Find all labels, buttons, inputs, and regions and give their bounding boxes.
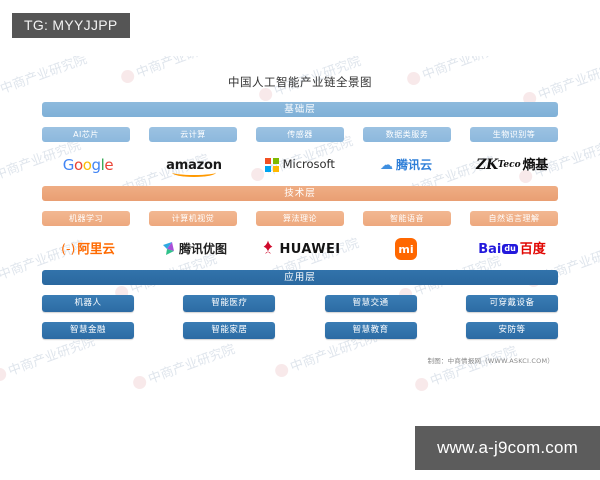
- layer-tech-banner: 技术层: [42, 186, 558, 201]
- xiaomi-logo: mi: [395, 238, 417, 260]
- layer-base-item-cloud[interactable]: 云计算: [149, 127, 237, 142]
- aliyun-bracket-icon: (-): [61, 240, 76, 256]
- huawei-wordmark: HUAWEI: [279, 241, 341, 257]
- layer-app-items-row1: 机器人 智能医疗 智慧交通 可穿戴设备: [42, 295, 558, 312]
- brand-tencent-cloud: ☁ 腾讯云: [360, 150, 452, 180]
- layer-base-item-data-svc[interactable]: 数据类服务: [363, 127, 451, 142]
- youtu-triangle-icon: [161, 241, 176, 258]
- brand-aliyun: (-) 阿里云: [42, 234, 134, 264]
- layer-tech-item-smart-voice[interactable]: 智能语音: [363, 211, 451, 226]
- layer-tech-item-computer-vision[interactable]: 计算机视觉: [149, 211, 237, 226]
- layer-app-item-finance[interactable]: 智慧金融: [42, 322, 134, 339]
- layer-app-item-smarthome[interactable]: 智能家居: [183, 322, 276, 339]
- baidu-paw-icon: du: [502, 244, 518, 254]
- layer-app-item-wearable[interactable]: 可穿戴设备: [465, 295, 558, 312]
- layer-app: 应用层 机器人 智能医疗 智慧交通 可穿戴设备 智慧金融 智能家居 智慧教育 安…: [42, 270, 558, 339]
- layer-app-item-education[interactable]: 智慧教育: [324, 322, 417, 339]
- tencent-youtu-wordmark: 腾讯优图: [178, 242, 227, 256]
- zkteco-cn-name: 熵基: [522, 157, 549, 173]
- brand-tencent-youtu: 腾讯优图: [148, 234, 240, 264]
- brand-microsoft: Microsoft: [254, 150, 346, 180]
- cloud-icon: ☁: [379, 157, 393, 173]
- microsoft-logo: Microsoft: [265, 158, 335, 172]
- watermark-dot-icon: [0, 366, 9, 383]
- tencent-cloud-logo: ☁ 腾讯云: [380, 159, 432, 172]
- layer-tech-item-nlp[interactable]: 自然语言理解: [470, 211, 558, 226]
- page-title: 中国人工智能产业链全景图: [228, 75, 372, 89]
- google-letter: o: [73, 155, 83, 174]
- layer-base-banner: 基础层: [42, 102, 558, 117]
- google-letter: l: [100, 155, 105, 174]
- microsoft-squares-icon: [265, 158, 279, 172]
- brand-amazon: amazon: [148, 150, 240, 180]
- microsoft-wordmark: Microsoft: [282, 157, 335, 172]
- google-letter: G: [62, 155, 75, 174]
- layer-app-item-robot[interactable]: 机器人: [42, 295, 134, 312]
- infographic-sheet: 中商产业研究院 中商产业研究院 中商产业研究院 中商产业研究院 中商产业研究院 …: [0, 56, 600, 416]
- tencent-cloud-wordmark: 腾讯云: [395, 158, 432, 172]
- google-letter: o: [82, 155, 92, 174]
- baidu-cn-name: 百度: [519, 241, 546, 257]
- layer-app-item-transport[interactable]: 智慧交通: [324, 295, 417, 312]
- layer-base-item-sensor[interactable]: 传感器: [256, 127, 344, 142]
- amazon-logo: amazon: [166, 159, 222, 177]
- huawei-flower-icon: [260, 239, 276, 259]
- zkteco-subwordmark: Teco: [497, 159, 521, 170]
- layer-base-item-biometric[interactable]: 生物识别等: [470, 127, 558, 142]
- zkteco-wordmark: ZK: [476, 157, 498, 173]
- watermark-dot-icon: [413, 376, 431, 393]
- tencent-youtu-logo: 腾讯优图: [161, 241, 227, 258]
- layer-tech-brands: (-) 阿里云 腾讯优图: [42, 234, 558, 264]
- site-watermark-tag: www.a-j9com.com: [415, 426, 600, 470]
- layer-tech-item-algorithm-theory[interactable]: 算法理论: [256, 211, 344, 226]
- watermark-dot-icon: [131, 374, 149, 391]
- layer-app-item-healthcare[interactable]: 智能医疗: [183, 295, 276, 312]
- layer-tech-item-machine-learning[interactable]: 机器学习: [42, 211, 130, 226]
- brand-xiaomi: mi: [360, 234, 452, 264]
- layer-base-items: AI芯片 云计算 传感器 数据类服务 生物识别等: [42, 127, 558, 142]
- brand-huawei: HUAWEI: [254, 234, 346, 264]
- layer-base-item-ai-chip[interactable]: AI芯片: [42, 127, 130, 142]
- google-letter: e: [104, 155, 114, 174]
- huawei-logo: HUAWEI: [260, 239, 341, 259]
- amazon-smile-icon: [171, 168, 217, 177]
- source-attribution: 制图：中商情报网（WWW.ASKCI.COM）: [427, 357, 554, 365]
- google-letter: g: [91, 155, 102, 174]
- tg-channel-tag: TG: MYYJJPP: [12, 13, 130, 38]
- layer-tech: 技术层 机器学习 计算机视觉 算法理论 智能语音 自然语言理解 (-) 阿里云: [42, 186, 558, 264]
- layer-tech-items: 机器学习 计算机视觉 算法理论 智能语音 自然语言理解: [42, 211, 558, 226]
- baidu-wordmark: Bai: [478, 241, 502, 257]
- layer-app-item-security[interactable]: 安防等: [465, 322, 558, 339]
- layer-app-items-row2: 智慧金融 智能家居 智慧教育 安防等: [42, 322, 558, 339]
- aliyun-wordmark: 阿里云: [77, 240, 115, 256]
- aliyun-logo: (-) 阿里云: [61, 240, 115, 256]
- layer-app-banner: 应用层: [42, 270, 558, 285]
